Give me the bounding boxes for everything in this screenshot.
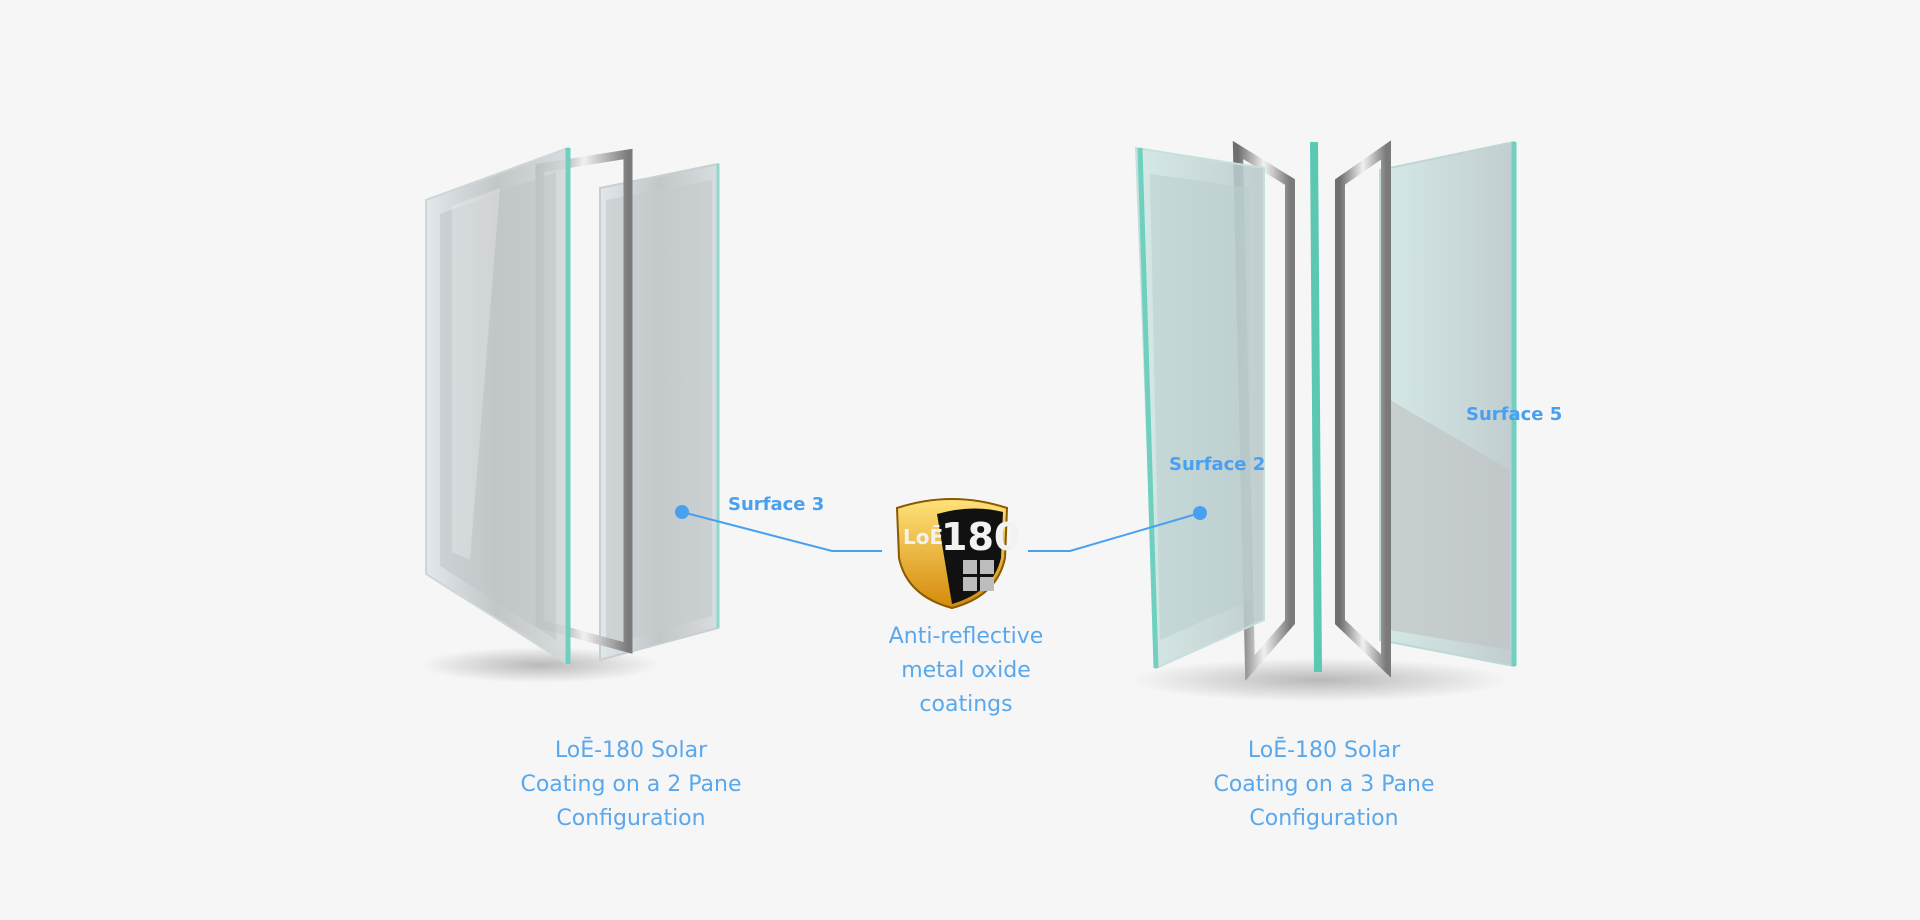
surface-3-label: Surface 3 [728, 494, 825, 515]
caption-3-pane-line: Configuration [1249, 806, 1399, 831]
window-3-pane-icon [1130, 140, 1517, 702]
caption-3-pane: LoĒ-180 Solar Coating on a 3 Pane Config… [1184, 734, 1464, 836]
caption-center-line: Anti-reflective [888, 624, 1044, 649]
loe-180-badge-icon: LoĒ 180 [895, 498, 1020, 610]
caption-3-pane-line: Coating on a 3 Pane [1213, 772, 1435, 797]
caption-2-pane-line: Configuration [556, 806, 706, 831]
surface-5-label: Surface 5 [1466, 404, 1563, 425]
connector-lines [681, 511, 1201, 552]
surface-2-marker [1193, 506, 1207, 520]
surface-3-marker [675, 505, 689, 519]
caption-center-line: coatings [919, 692, 1013, 717]
caption-2-pane-line: Coating on a 2 Pane [520, 772, 742, 797]
window-2-pane-icon [420, 146, 720, 683]
caption-3-pane-line: LoĒ-180 Solar [1247, 738, 1401, 763]
caption-center-line: metal oxide [901, 658, 1031, 683]
badge-main-text: 180 [941, 515, 1020, 559]
caption-2-pane-line: LoĒ-180 Solar [554, 738, 708, 763]
caption-2-pane: LoĒ-180 Solar Coating on a 2 Pane Config… [491, 734, 771, 836]
caption-center-coatings: Anti-reflective metal oxide coatings [826, 620, 1106, 722]
badge-prefix-text: LoĒ [903, 525, 943, 549]
surface-2-label: Surface 2 [1169, 454, 1266, 475]
